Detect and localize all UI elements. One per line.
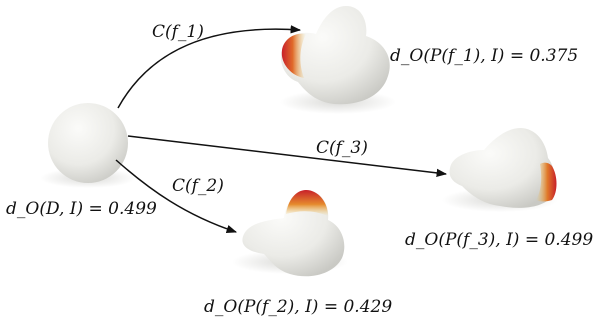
node-label-p2: d_O(P(f_2), I) = 0.429 bbox=[204, 297, 392, 317]
p3-shape bbox=[449, 128, 557, 208]
sphere-shape bbox=[48, 103, 128, 183]
arrow-to-p2 bbox=[115, 159, 237, 233]
arrow-to-p1 bbox=[117, 25, 302, 109]
edge-label-f3: C(f_3) bbox=[316, 138, 368, 158]
node-label-p3: d_O(P(f_3), I) = 0.499 bbox=[405, 230, 593, 250]
edge-label-f1: C(f_1) bbox=[152, 22, 204, 42]
p2-shape bbox=[242, 190, 345, 277]
arrow-to-p3 bbox=[127, 135, 448, 178]
node-label-p1: d_O(P(f_1), I) = 0.375 bbox=[390, 46, 578, 66]
node-label-sphere: d_O(D, I) = 0.499 bbox=[6, 199, 157, 219]
p1-shape bbox=[280, 6, 390, 105]
edge-label-f2: C(f_2) bbox=[172, 176, 224, 196]
